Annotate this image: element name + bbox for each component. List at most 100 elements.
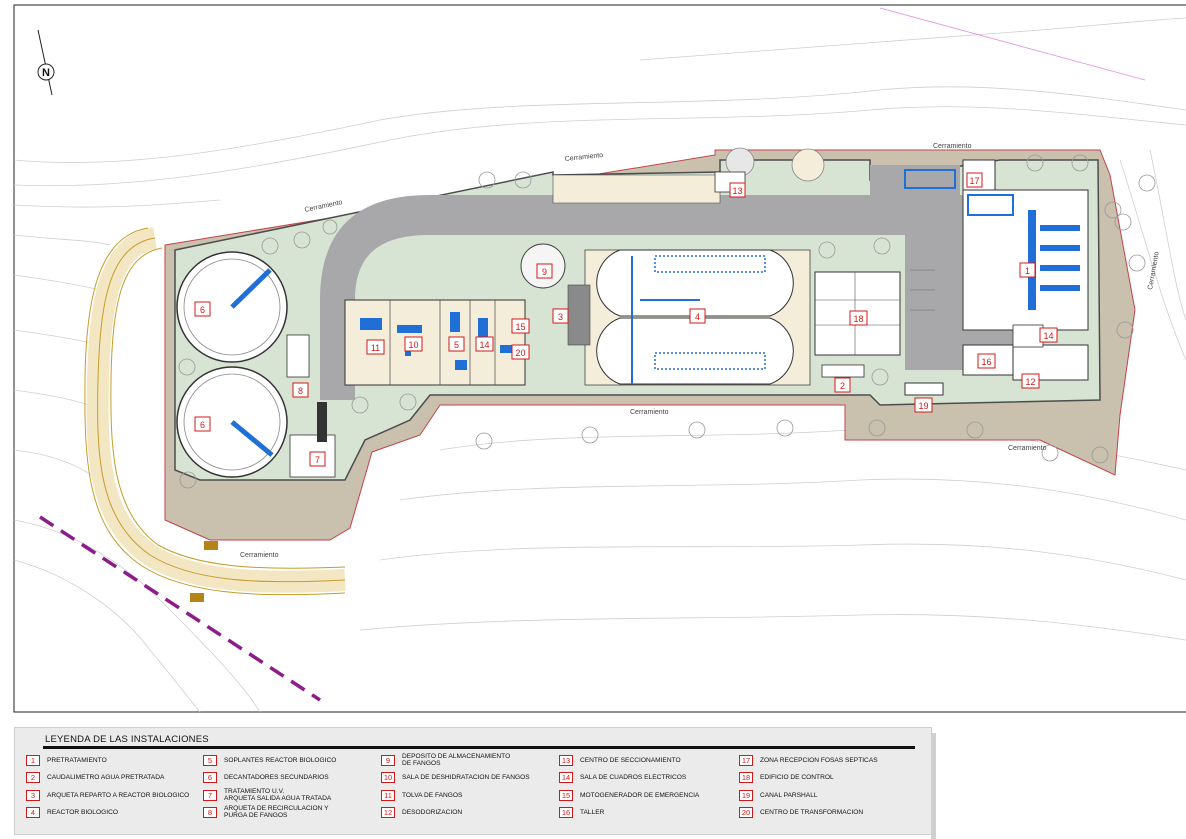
svg-text:15: 15: [515, 322, 525, 332]
reactor-lane-lower: [596, 317, 794, 385]
plan-tag-16: 16: [977, 353, 996, 369]
legend-rule: [43, 746, 915, 749]
svg-text:20: 20: [515, 348, 525, 358]
plan-tags: 13 17 9 6 1 3 4 18 11 10 5 14 15 20 14 1…: [194, 172, 1058, 467]
outfall-pipe-line: [39, 515, 321, 702]
distribution-chamber: [567, 284, 591, 346]
fence-label-6: Cerramiento: [240, 552, 279, 559]
contour-lines: [13, 17, 1186, 713]
plan-tag-12: 12: [1021, 373, 1040, 389]
plan-tag-11: 11: [366, 339, 385, 355]
uv-channel: [317, 402, 327, 442]
svg-text:6: 6: [200, 420, 205, 430]
legend-title: LEYENDA DE LAS INSTALACIONES: [45, 734, 209, 745]
svg-text:4: 4: [695, 312, 700, 322]
plan-tag-20: 20: [511, 344, 530, 360]
svg-text:6: 6: [200, 305, 205, 315]
diffuser-grid-2: [654, 352, 766, 370]
pretreatment-building: [962, 189, 1089, 331]
north-label: N: [42, 67, 50, 79]
plan-tag-6-upper: 6: [194, 301, 211, 317]
parshall-channel: [904, 382, 944, 396]
svg-text:19: 19: [918, 401, 928, 411]
plan-tag-19: 19: [914, 397, 933, 413]
access-road: [84, 227, 346, 596]
manhole-lower: [190, 593, 204, 602]
svg-text:5: 5: [454, 340, 459, 350]
reactor-pipes: [631, 256, 700, 384]
plan-tag-14-right: 14: [1039, 327, 1058, 343]
svg-text:7: 7: [315, 455, 320, 465]
plan-tag-1: 1: [1019, 262, 1036, 278]
fence-label-3: Cerramiento: [933, 143, 972, 150]
svg-text:12: 12: [1025, 377, 1035, 387]
svg-text:8: 8: [298, 386, 303, 396]
diffuser-grid-1: [654, 255, 766, 273]
svg-text:10: 10: [408, 340, 418, 350]
svg-text:9: 9: [542, 267, 547, 277]
entry-island-right: [791, 148, 825, 182]
svg-text:16: 16: [981, 357, 991, 367]
sludge-equipment: [360, 312, 512, 370]
plan-tag-2: 2: [834, 377, 851, 393]
plan-tag-3: 3: [552, 308, 569, 324]
electrical-room: [1012, 324, 1044, 348]
plan-tag-7: 7: [309, 451, 326, 467]
plan-tag-8: 8: [292, 382, 309, 398]
fence-label-1: Cerramiento: [564, 152, 603, 163]
clarifier-bridge-upper: [230, 268, 272, 309]
plan-tag-14-left: 14: [475, 336, 494, 352]
svg-text:17: 17: [969, 176, 979, 186]
clarifier-bridge-lower: [230, 420, 274, 457]
survey-line: [879, 7, 1146, 81]
plan-tag-4: 4: [689, 308, 706, 324]
plan-tag-15: 15: [511, 318, 530, 334]
fence-label-4: Cerramiento: [630, 409, 669, 416]
reactor-lane-upper: [596, 249, 794, 317]
svg-text:18: 18: [853, 314, 863, 324]
plan-tag-10: 10: [404, 336, 423, 352]
sludge-building-rooms: [389, 300, 496, 385]
plan-tag-9: 9: [536, 263, 553, 279]
flowmeter-chamber: [821, 364, 865, 378]
svg-text:14: 14: [479, 340, 489, 350]
entry-strip: [552, 174, 721, 204]
svg-text:14: 14: [1043, 331, 1053, 341]
pretreatment-equipment: [904, 169, 1080, 310]
plan-tag-13: 13: [729, 182, 746, 198]
fence-label-5: Cerramiento: [1008, 445, 1047, 452]
manhole-upper: [204, 541, 218, 550]
recirculation-chamber: [286, 334, 310, 378]
plan-tag-5: 5: [448, 336, 465, 352]
north-arrow-icon: N: [37, 29, 55, 96]
plan-tag-6-lower: 6: [194, 416, 211, 432]
trees: [178, 154, 1156, 489]
svg-text:2: 2: [840, 381, 845, 391]
plan-tag-18: 18: [849, 310, 868, 326]
svg-text:3: 3: [558, 312, 563, 322]
plan-tag-17: 17: [966, 172, 983, 188]
svg-text:1: 1: [1025, 266, 1030, 276]
svg-text:11: 11: [371, 343, 380, 353]
